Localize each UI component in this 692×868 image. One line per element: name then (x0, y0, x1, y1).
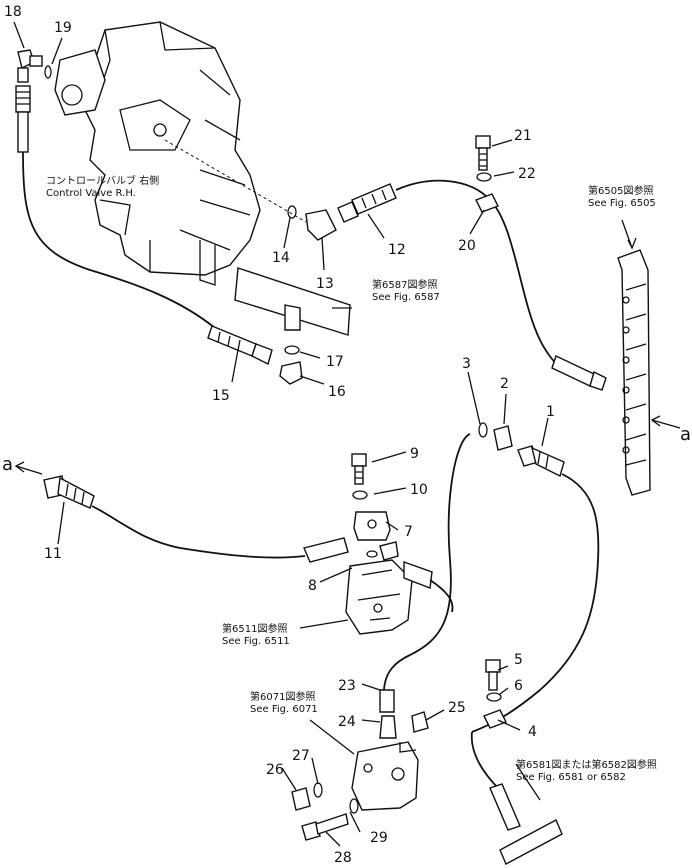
callout-18: 18 (4, 4, 22, 20)
leader-lines (13, 21, 549, 847)
control-valve-rh (54, 21, 261, 286)
callout-19: 19 (54, 20, 72, 36)
hose-1 (517, 445, 565, 478)
hose-line-4-down (470, 731, 501, 791)
elbow-13 (305, 209, 337, 241)
fig6581-label-en: See Fig. 6581 or 6582 (516, 772, 626, 783)
callout-2: 2 (500, 376, 509, 392)
hose-fitting-top-left (15, 85, 31, 153)
callout-16: 16 (328, 384, 346, 400)
hose-line-3-23 (383, 433, 471, 691)
fig6587-label-en: See Fig. 6587 (372, 292, 440, 303)
washer-22 (476, 172, 492, 182)
fig6505-label-jp: 第6505図参照 (588, 184, 653, 197)
callout-13: 13 (316, 276, 334, 292)
callout-7: 7 (404, 524, 413, 540)
callout-17: 17 (326, 354, 344, 370)
o-ring-27 (313, 782, 323, 798)
callout-15: 15 (212, 388, 230, 404)
valve-6071 (351, 741, 419, 811)
callout-28: 28 (334, 850, 352, 866)
o-ring-19 (44, 65, 52, 79)
callout-20: 20 (458, 238, 476, 254)
fitting-24 (379, 715, 397, 739)
pipe-6581 (499, 819, 563, 865)
elbow-16 (279, 361, 303, 385)
hose-line-18-15 (22, 151, 216, 329)
bolt-28 (301, 813, 349, 841)
control-valve-label-jp: コントロールバルブ 右側 (46, 174, 159, 187)
valve-6511 (345, 559, 433, 635)
callout-6: 6 (514, 678, 523, 694)
callout-9: 9 (410, 446, 419, 462)
callout-1: 1 (546, 404, 555, 420)
plug-26 (291, 787, 311, 811)
arrow-a-right (650, 415, 681, 429)
o-ring-3 (478, 422, 488, 438)
fig6581-label-jp: 第6581図または第6582図参照 (516, 758, 657, 771)
washer-6 (486, 692, 502, 702)
clamp-4 (483, 709, 507, 729)
valve-bank-6505 (617, 249, 651, 496)
block-7 (353, 511, 391, 541)
o-ring-14 (287, 205, 297, 219)
clamp-20 (475, 193, 499, 213)
callout-11: 11 (44, 546, 62, 562)
hose-15 (207, 325, 273, 366)
fig6071-label-en: See Fig. 6071 (250, 704, 318, 715)
fig6071-label-jp: 第6071図参照 (250, 690, 315, 703)
washer-10 (352, 490, 368, 500)
callout-14: 14 (272, 250, 290, 266)
callout-10: 10 (410, 482, 428, 498)
hose-23 (379, 689, 395, 713)
connector-a-right: a (680, 424, 691, 445)
callout-12: 12 (388, 242, 406, 258)
hose-line-1-4 (471, 473, 600, 733)
callout-23: 23 (338, 678, 356, 694)
arrow-a-left (14, 461, 43, 475)
bolt-21 (475, 135, 491, 171)
connector-a-left: a (2, 454, 13, 475)
fig6511-label-en: See Fig. 6511 (222, 636, 290, 647)
hose-end-right (551, 355, 607, 391)
bolt-9 (351, 453, 367, 485)
plug-25 (411, 711, 429, 733)
hose-line-11-8 (91, 505, 306, 559)
union-2 (493, 425, 513, 451)
callout-21: 21 (514, 128, 532, 144)
fig6587-label-jp: 第6587図参照 (372, 278, 437, 291)
control-valve-label-en: Control Valve R.H. (46, 188, 136, 199)
elbow-fitting-18 (17, 49, 43, 83)
hose-12 (337, 183, 397, 223)
callout-25: 25 (448, 700, 466, 716)
mount-plate-6587 (234, 267, 351, 336)
hose-11 (43, 475, 95, 509)
callout-22: 22 (518, 166, 536, 182)
arrow-6505 (621, 219, 637, 250)
o-ring-17 (284, 345, 300, 355)
callout-5: 5 (514, 652, 523, 668)
callout-8: 8 (308, 578, 317, 594)
fig6511-label-jp: 第6511図参照 (222, 622, 287, 635)
fig6505-label-en: See Fig. 6505 (588, 198, 656, 209)
callout-24: 24 (338, 714, 356, 730)
callout-26: 26 (266, 762, 284, 778)
callout-4: 4 (528, 724, 537, 740)
bolt-5 (485, 659, 501, 691)
washer-29 (349, 798, 359, 814)
callout-3: 3 (462, 356, 471, 372)
fitting-8 (303, 537, 399, 563)
callout-29: 29 (370, 830, 388, 846)
hose-line-valve-down (429, 579, 454, 613)
callout-27: 27 (292, 748, 310, 764)
hose-end-bottom (489, 783, 521, 831)
